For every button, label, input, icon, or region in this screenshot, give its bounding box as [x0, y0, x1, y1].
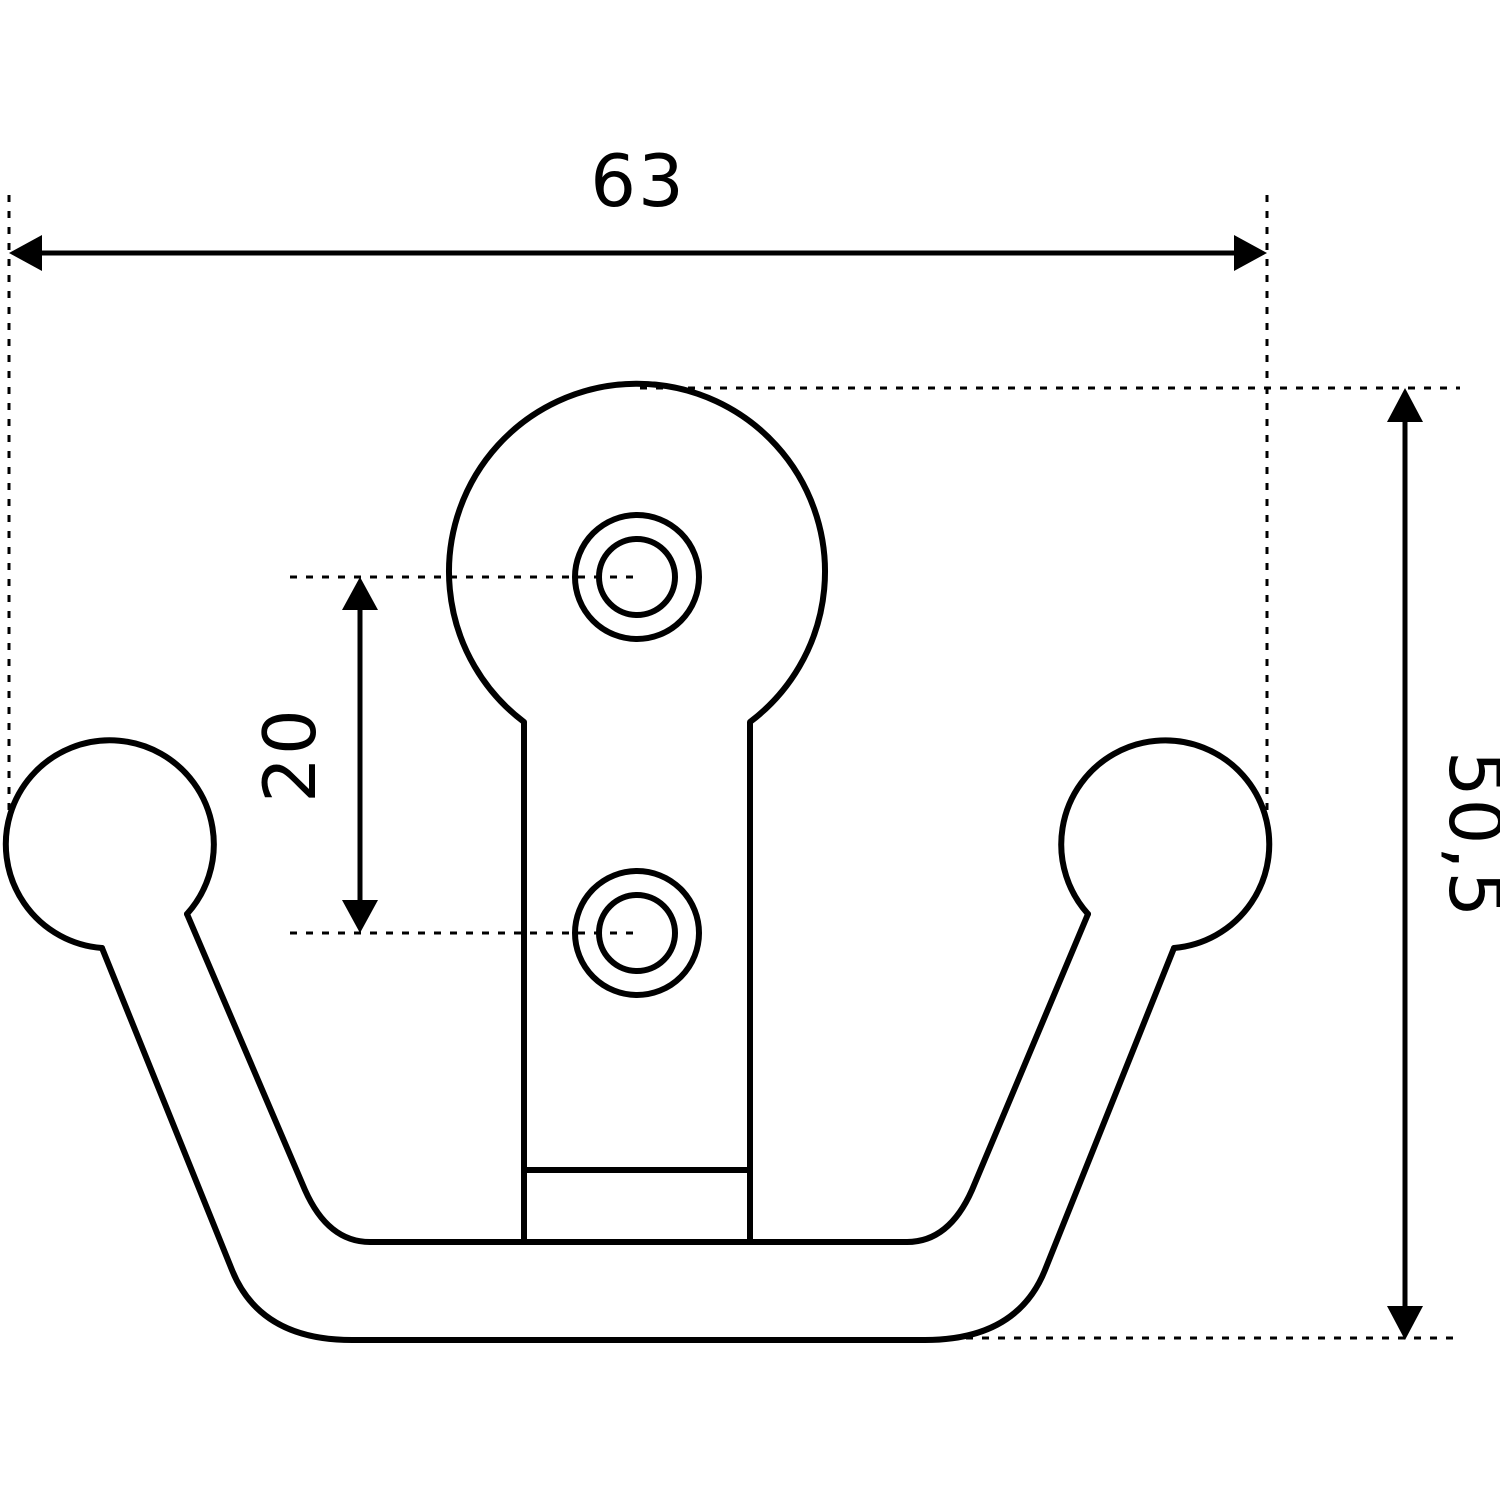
left-ball-end	[2, 737, 217, 951]
height-dimension: 50,5	[1387, 388, 1500, 1340]
upper-screw-hole	[572, 512, 702, 642]
height-dimension-label: 50,5	[1433, 751, 1500, 919]
height-arrow-bottom	[1387, 1306, 1423, 1340]
width-dimension-label: 63	[590, 139, 686, 223]
lower-hole-bore	[596, 892, 678, 974]
hook-outer-outline	[99, 945, 1177, 1343]
hole-spacing-arrow-bottom	[342, 900, 378, 933]
height-arrow-top	[1387, 388, 1423, 422]
width-arrow-left	[9, 235, 42, 271]
lower-screw-hole	[572, 868, 702, 998]
width-arrow-right	[1234, 235, 1267, 271]
hole-spacing-dimension: 20	[248, 577, 378, 933]
upper-hole-bore	[596, 536, 678, 618]
double-hook	[2, 380, 1273, 1343]
hook-inner-outline	[184, 911, 1091, 1245]
width-dimension: 63	[9, 139, 1267, 271]
right-ball-end	[1058, 737, 1273, 951]
hole-spacing-arrow-top	[342, 577, 378, 610]
extension-lines	[7, 195, 1460, 1340]
lower-hole-countersink	[572, 868, 702, 998]
mounting-plate-outline	[446, 380, 828, 1245]
upper-hole-countersink	[572, 512, 702, 642]
hole-spacing-label: 20	[248, 707, 332, 803]
